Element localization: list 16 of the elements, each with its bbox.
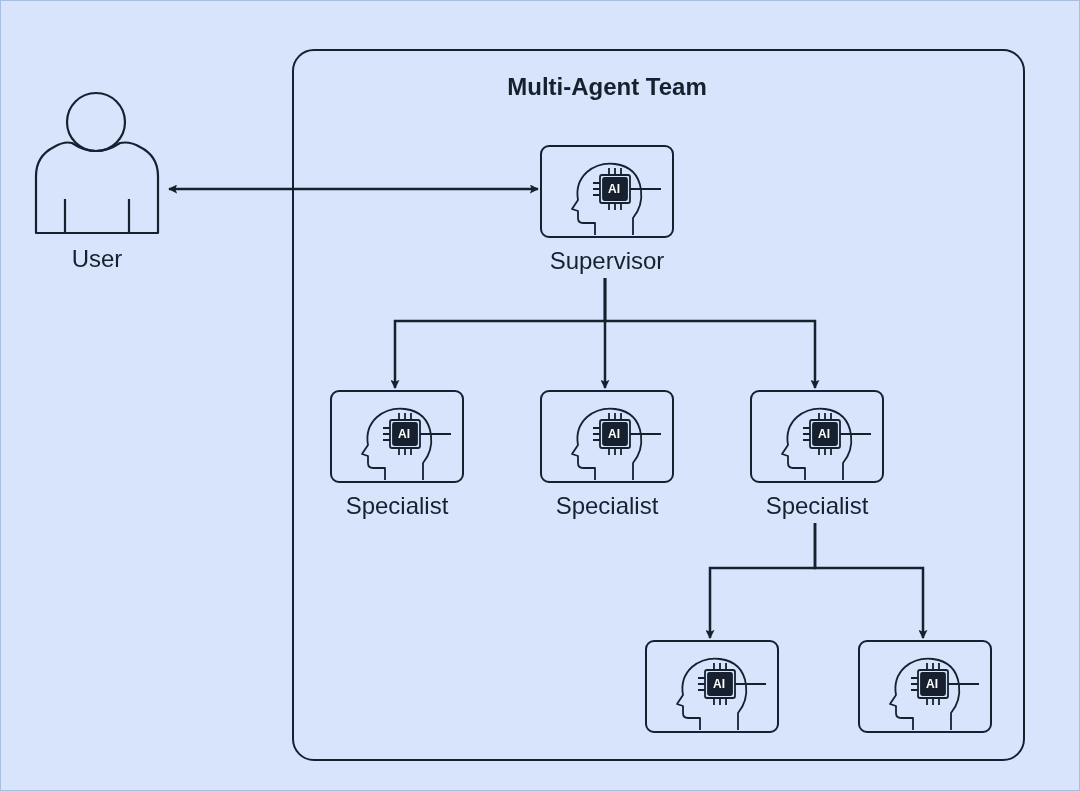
node-label: Specialist xyxy=(555,492,659,521)
arrow xyxy=(603,278,820,389)
group-title: Multi-Agent Team xyxy=(507,73,707,101)
chip-label: AI xyxy=(925,676,939,693)
chip-label: AI xyxy=(397,426,411,443)
node-label: Specialist xyxy=(765,492,869,521)
chip-label: AI xyxy=(712,676,726,693)
node-label: Specialist xyxy=(345,492,449,521)
arrow xyxy=(168,184,539,194)
node-label: Supervisor xyxy=(549,247,665,276)
chip-label: AI xyxy=(817,426,831,443)
chip-label: AI xyxy=(607,181,621,198)
team-container xyxy=(292,49,1025,761)
chip-label: AI xyxy=(607,426,621,443)
node-label: User xyxy=(71,245,123,274)
arrow xyxy=(813,523,928,639)
